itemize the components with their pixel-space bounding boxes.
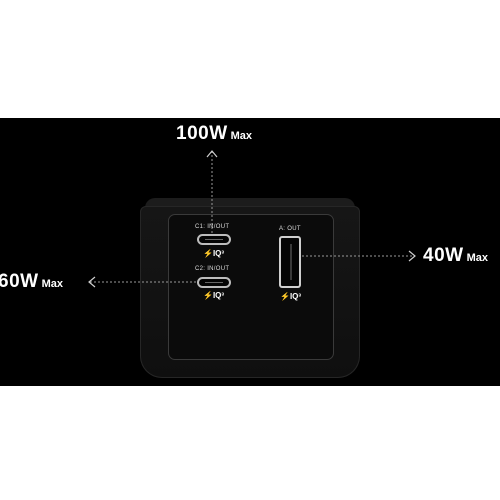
port-c1-label: C1: IN/OUT — [195, 224, 230, 230]
power-left-watts: 60W — [0, 271, 39, 292]
usb-a-port — [279, 236, 301, 288]
port-c1-iq-badge: ⚡IQ³ — [203, 249, 225, 258]
port-c2-label: C2: IN/OUT — [195, 266, 230, 272]
power-left-max: Max — [41, 278, 63, 290]
power-top-watts: 100W — [176, 123, 228, 144]
port-a-label: A: OUT — [279, 226, 301, 232]
port-tongue — [205, 239, 223, 240]
port-c2-iq-badge: ⚡IQ³ — [203, 291, 225, 300]
power-right-watts: 40W — [423, 245, 464, 266]
usb-c1-port — [197, 234, 231, 245]
power-right-max: Max — [466, 252, 488, 264]
port-tongue — [290, 244, 292, 280]
power-top-max: Max — [230, 130, 253, 142]
port-tongue — [205, 282, 223, 283]
port-a-iq-badge: ⚡IQ³ — [280, 292, 302, 301]
charger-face-plate — [168, 214, 334, 360]
usb-c2-port — [197, 277, 231, 288]
